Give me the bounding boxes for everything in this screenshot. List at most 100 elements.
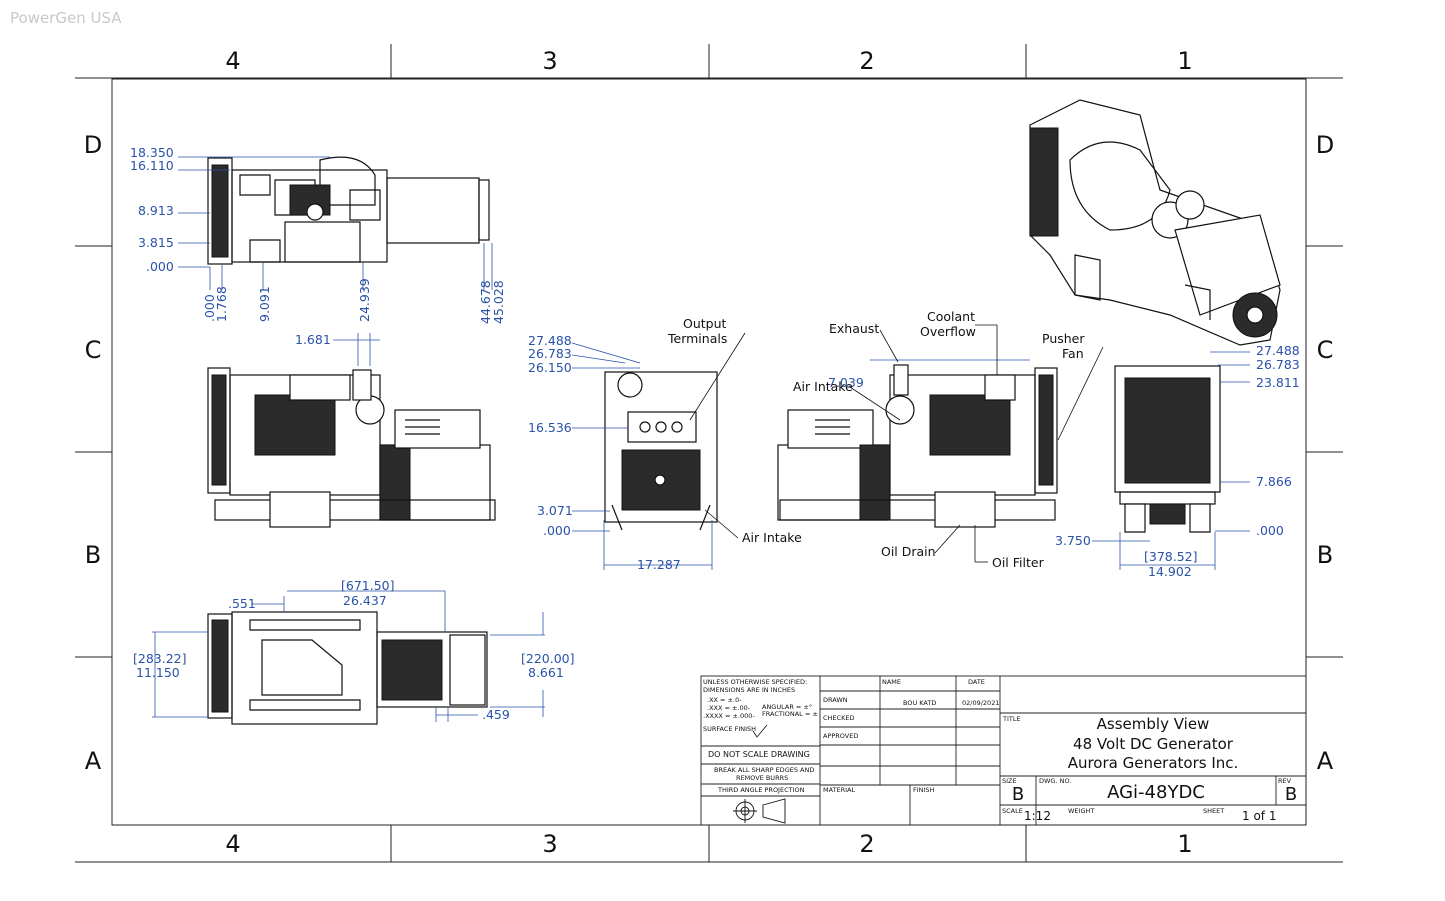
callout-pusher-fan: Pusher	[1042, 331, 1085, 346]
rev-label: REV	[1278, 777, 1292, 785]
zone-col-4-bottom: 4	[225, 830, 240, 858]
side-view-right-callouts: Exhaust Coolant Overflow Pusher Fan Air …	[793, 309, 1104, 570]
zone-labels: 4 3 2 1 4 3 2 1 D C B A D C B A	[84, 47, 1334, 858]
front-view: 27.488 26.783 26.150 16.536 3.071 .000 1…	[528, 316, 802, 572]
scale-value: 1:12	[1024, 809, 1051, 823]
isometric-view	[1029, 99, 1281, 346]
callout-air-intake-right: Air Intake	[793, 379, 853, 394]
drawn-name: BOU KATD	[903, 699, 936, 707]
sheet-value: 1 of 1	[1242, 809, 1276, 823]
dim-label: 24.939	[357, 278, 372, 322]
title-line-3: Aurora Generators Inc.	[1068, 754, 1239, 772]
dim-label: 26.150	[528, 360, 572, 375]
drawn-date: 02/09/2021	[962, 699, 999, 707]
dim-label: 7.039	[828, 375, 864, 390]
dwg-no-value: AGi-48YDC	[1107, 782, 1205, 803]
finish-label: FINISH	[913, 786, 935, 794]
dim-label: 26.783	[528, 346, 572, 361]
do-not-scale: DO NOT SCALE DRAWING	[708, 750, 810, 759]
dim-label: 16.110	[130, 158, 174, 173]
callout-output-terminals: Output	[683, 316, 727, 331]
dim-label: [220.00]	[521, 651, 575, 666]
top-view-dimensions: 18.350 16.110 8.913 3.815 .000 .000 1.76…	[130, 145, 506, 324]
note-line: .XXXX = ±.000-	[703, 712, 755, 720]
zone-row-d-right: D	[1316, 131, 1334, 159]
approvals-table: NAME DATE DRAWN BOU KATD 02/09/2021 CHEC…	[823, 678, 999, 794]
dim-label: 8.913	[138, 203, 174, 218]
col-name: NAME	[882, 678, 901, 686]
dim-label: 45.028	[491, 280, 506, 324]
note-line: .XX = ±.0-	[707, 696, 742, 704]
zone-col-2-bottom: 2	[859, 830, 874, 858]
dim-label: [378.52]	[1144, 549, 1198, 564]
scale-label: SCALE	[1002, 807, 1023, 815]
title-line-2: 48 Volt DC Generator	[1073, 735, 1234, 753]
dim-label: 27.488	[528, 333, 572, 348]
dim-label: 26.437	[343, 593, 387, 608]
front-view-drawing	[604, 371, 718, 531]
dim-label: 26.783	[1256, 357, 1300, 372]
size-value: B	[1012, 784, 1024, 805]
dim-label: 17.287	[637, 557, 681, 572]
dim-label: .551	[228, 596, 256, 611]
dim-label: 11.150	[136, 665, 180, 680]
dim-label: 7.866	[1256, 474, 1292, 489]
end-view: 27.488 26.783 23.811 7.866 .000 3.750 [3…	[1055, 343, 1300, 579]
dim-label: 9.091	[257, 286, 272, 322]
dim-label: 3.815	[138, 235, 174, 250]
callout-pusher-fan-2: Fan	[1062, 346, 1084, 361]
dim-label: .459	[482, 707, 510, 722]
dim-label: 3.071	[537, 503, 573, 518]
front-view-callouts: Output Terminals Air Intake	[667, 316, 802, 545]
material-label: MATERIAL	[823, 786, 856, 794]
callout-coolant-overflow-2: Overflow	[920, 324, 976, 339]
dim-label: 1.681	[295, 332, 331, 347]
zone-col-2-top: 2	[859, 47, 874, 75]
break-edges-line: BREAK ALL SHARP EDGES AND	[714, 766, 814, 774]
side-view-left-dimensions: 1.681	[295, 332, 380, 366]
dim-label: 23.811	[1256, 375, 1300, 390]
approved-label: APPROVED	[823, 732, 858, 740]
col-date: DATE	[968, 678, 985, 686]
dim-label: 16.536	[528, 420, 572, 435]
zone-col-1-top: 1	[1177, 47, 1192, 75]
dim-label: [283.22]	[133, 651, 187, 666]
zone-row-c-left: C	[85, 336, 102, 364]
bottom-view-dimensions: .551 [671.50] 26.437 [283.22] 11.150 [22…	[133, 578, 575, 722]
note-line: SURFACE FINISH	[703, 725, 756, 733]
bottom-view: .551 [671.50] 26.437 [283.22] 11.150 [22…	[133, 578, 575, 725]
zone-col-4-top: 4	[225, 47, 240, 75]
title-line-1: Assembly View	[1097, 715, 1210, 733]
dwg-no-label: DWG. NO.	[1039, 777, 1071, 785]
dim-label: 27.488	[1256, 343, 1300, 358]
zone-col-3-bottom: 3	[542, 830, 557, 858]
drawn-label: DRAWN	[823, 696, 848, 704]
dim-label: 18.350	[130, 145, 174, 160]
dim-label: 8.661	[528, 665, 564, 680]
dim-label: 44.678	[478, 280, 493, 324]
weight-label: WEIGHT	[1068, 807, 1094, 815]
sheet-frame	[75, 44, 1343, 863]
top-view: 18.350 16.110 8.913 3.815 .000 .000 1.76…	[130, 145, 506, 324]
projection-label: THIRD ANGLE PROJECTION	[717, 786, 805, 794]
end-view-dimensions: 27.488 26.783 23.811 7.866 .000 3.750 [3…	[1055, 343, 1300, 579]
watermark: PowerGen USA	[10, 9, 122, 27]
dim-label: .000	[543, 523, 571, 538]
note-line: ANGULAR = ±°	[762, 703, 812, 711]
callout-exhaust: Exhaust	[829, 321, 879, 336]
zone-row-b-right: B	[1317, 541, 1333, 569]
zone-row-b-left: B	[85, 541, 101, 569]
side-view-left: 1.681	[207, 332, 496, 528]
checked-label: CHECKED	[823, 714, 854, 722]
callout-oil-filter: Oil Filter	[992, 555, 1045, 570]
surface-finish-icon	[752, 724, 768, 738]
title-block-grid	[700, 675, 1307, 826]
side-view-right-drawing	[777, 364, 1058, 528]
side-view-right: 7.039 Exhaust Coolant Overflow Pusher Fa…	[777, 309, 1104, 570]
side-view-left-drawing	[207, 367, 496, 528]
sheet-label: SHEET	[1203, 807, 1224, 815]
dim-label: .000	[146, 259, 174, 274]
dim-label: [671.50]	[341, 578, 395, 593]
front-view-dimensions: 27.488 26.783 26.150 16.536 3.071 .000 1…	[528, 333, 713, 572]
